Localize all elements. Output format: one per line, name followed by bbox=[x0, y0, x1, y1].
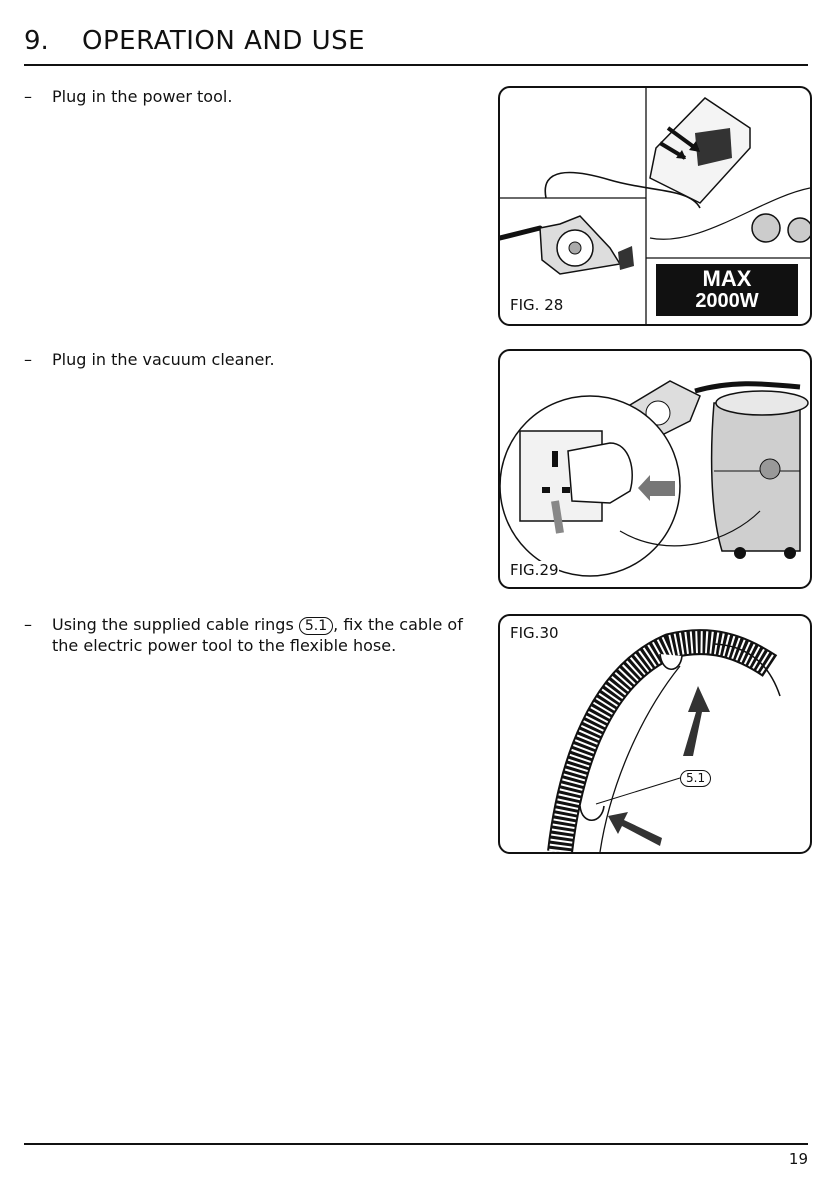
cable-ring-callout: 5.1 bbox=[680, 770, 711, 787]
figure-29: FIG.29 bbox=[498, 349, 812, 589]
badge-line-1: MAX bbox=[656, 267, 798, 291]
step-dash: – bbox=[24, 614, 32, 635]
cable-ring-illustration bbox=[500, 616, 810, 852]
figure-label: FIG. 28 bbox=[510, 296, 563, 314]
max-wattage-badge: MAX 2000W bbox=[656, 264, 798, 316]
step-text: Plug in the power tool. bbox=[52, 86, 472, 107]
figure-label: FIG.29 bbox=[510, 561, 559, 579]
badge-line-2: 2000W bbox=[656, 289, 798, 313]
footer-divider bbox=[24, 1143, 808, 1145]
step-text: Plug in the vacuum cleaner. bbox=[52, 349, 472, 370]
section-number: 9. bbox=[24, 26, 49, 56]
figure-label: FIG.30 bbox=[510, 624, 559, 642]
step-dash: – bbox=[24, 349, 32, 370]
step-text: Using the supplied cable rings 5.1, fix … bbox=[52, 614, 472, 656]
page-number: 19 bbox=[789, 1150, 808, 1168]
step-dash: – bbox=[24, 86, 32, 107]
figure-30: 5.1 FIG.30 bbox=[498, 614, 812, 854]
section-header: 9. OPERATION AND USE bbox=[24, 26, 808, 66]
vacuum-plug-illustration bbox=[500, 351, 810, 587]
part-reference: 5.1 bbox=[299, 617, 333, 635]
step-text-before: Using the supplied cable rings bbox=[52, 615, 294, 634]
figure-28: MAX 2000W FIG. 28 bbox=[498, 86, 812, 326]
section-title: OPERATION AND USE bbox=[82, 26, 365, 56]
